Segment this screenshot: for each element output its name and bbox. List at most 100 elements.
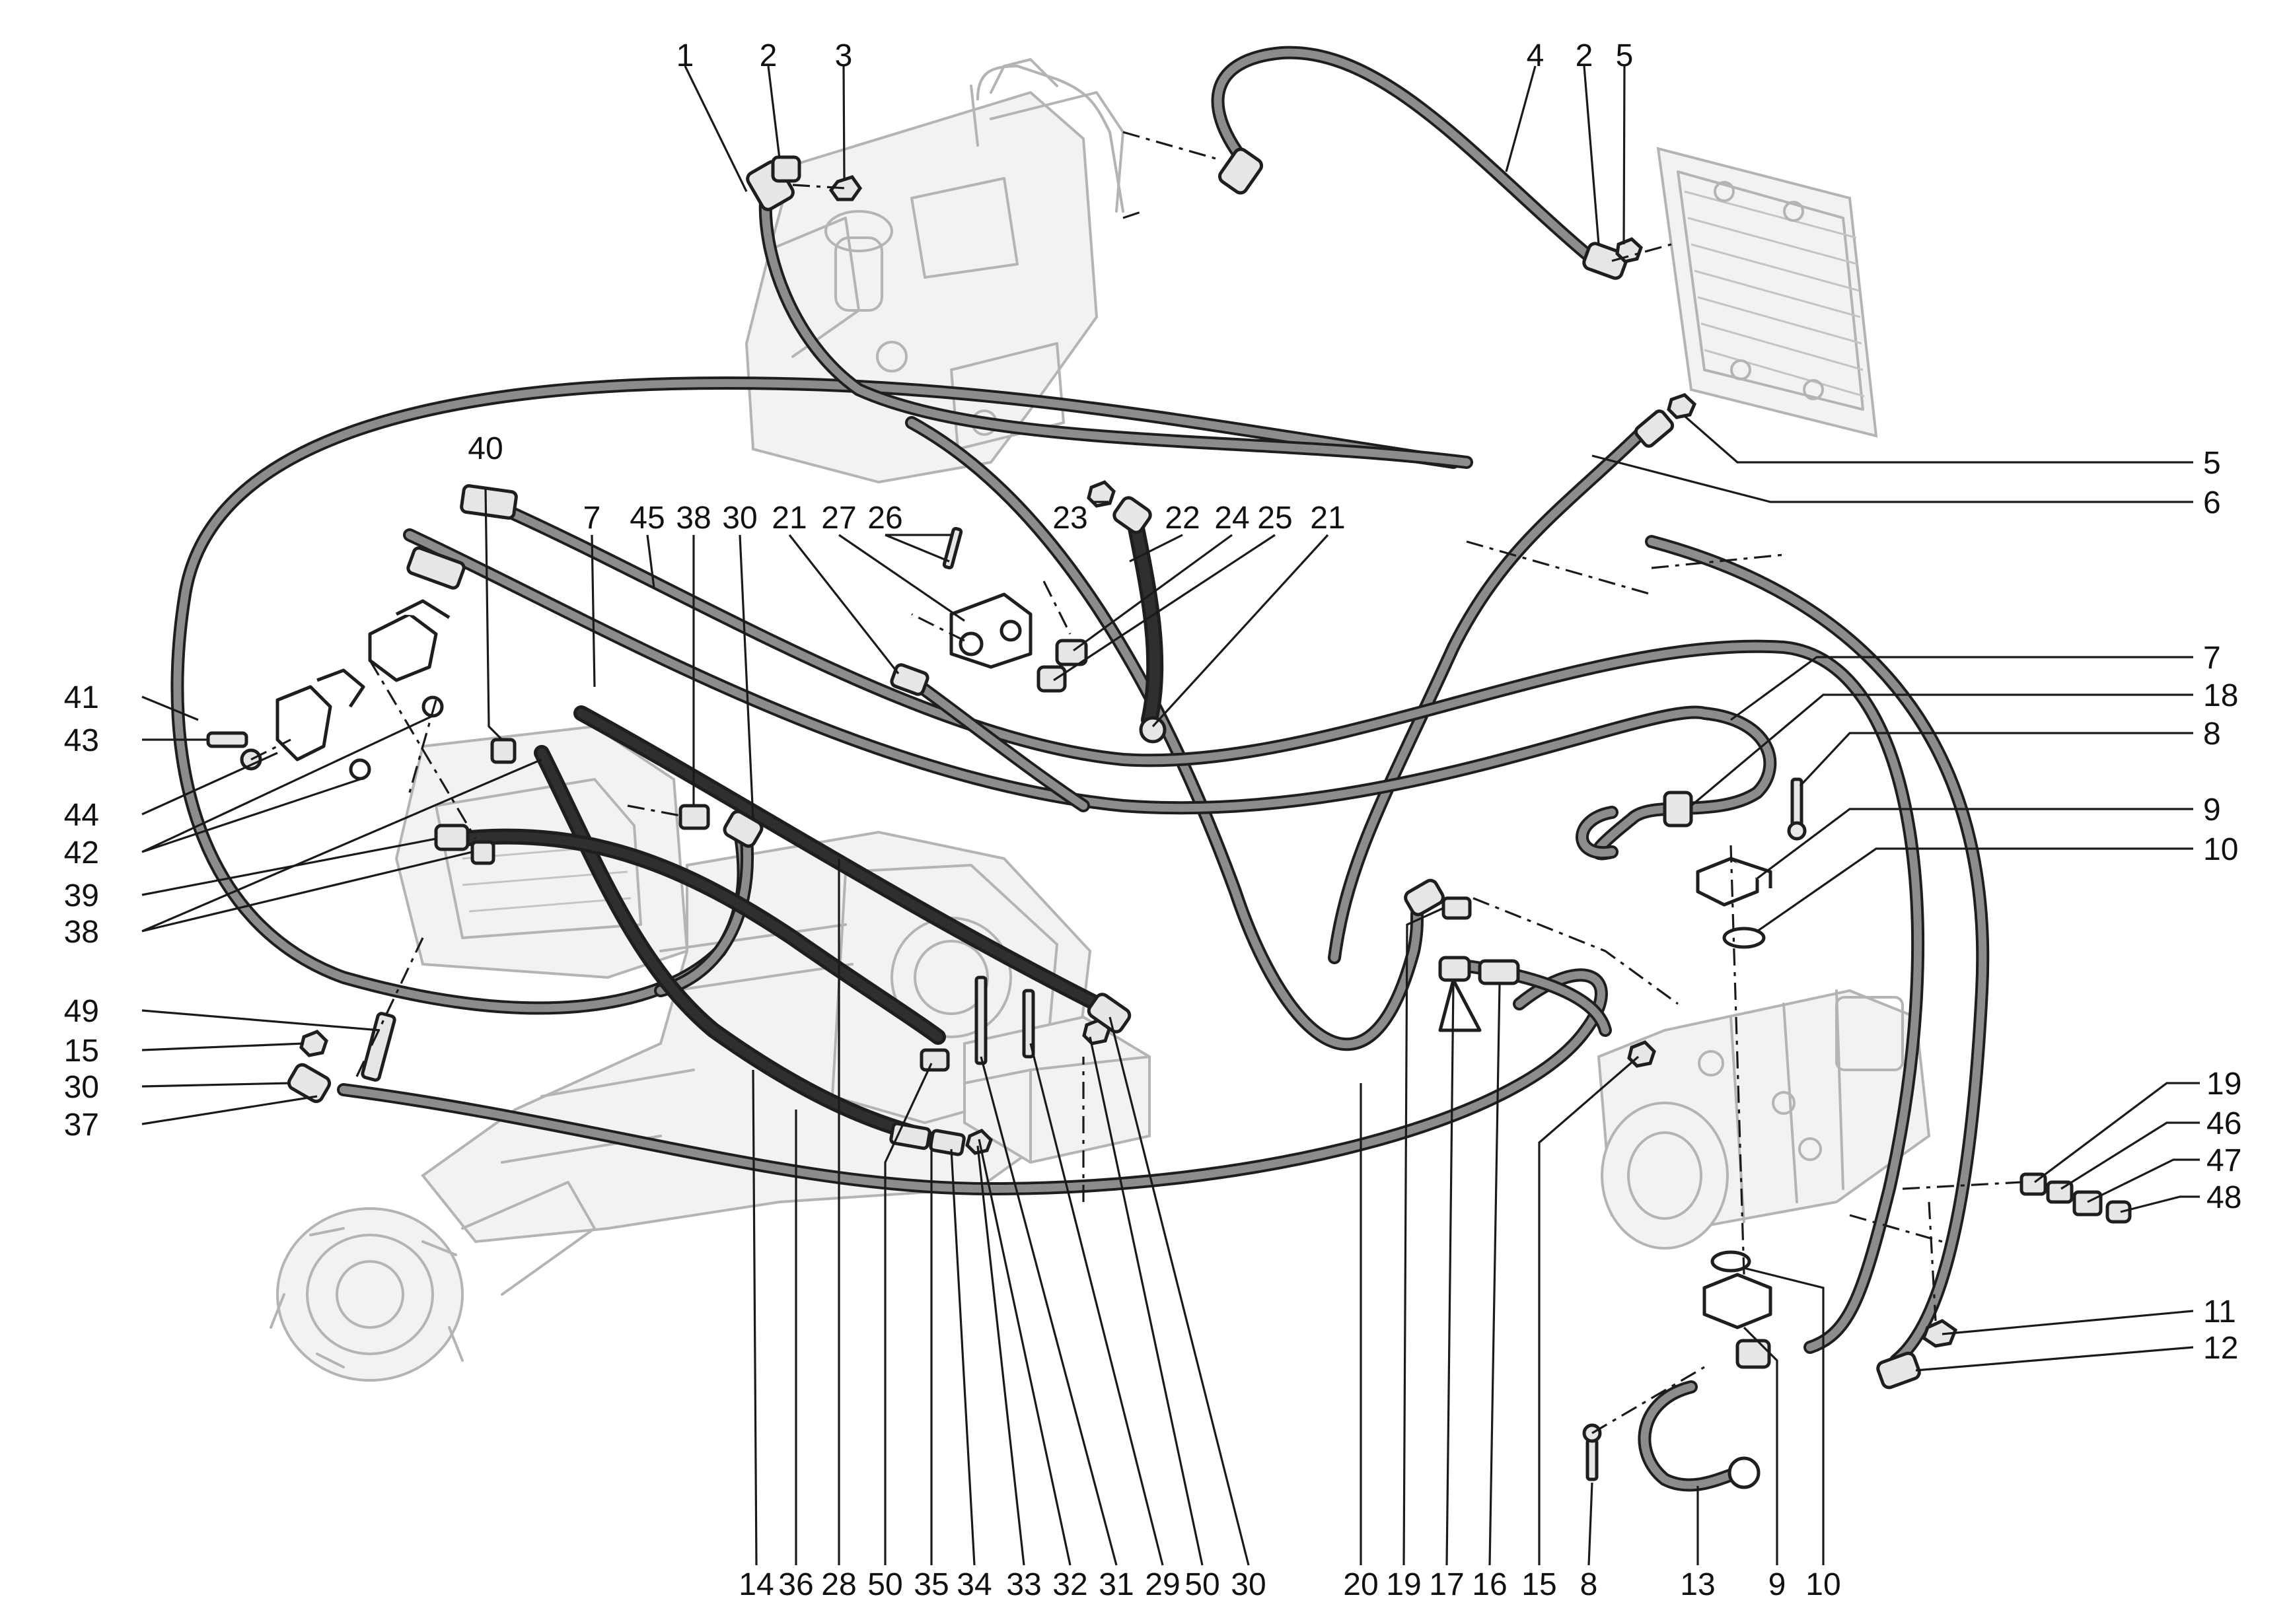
callout-label: 23 — [1052, 501, 1087, 536]
callout-label: 9 — [2203, 793, 2221, 828]
cap-48 — [2105, 1200, 2132, 1224]
callout-label: 10 — [2203, 832, 2238, 867]
fitting-18-end — [1663, 791, 1693, 828]
callout-label: 25 — [1257, 501, 1292, 536]
callout-label: 15 — [1521, 1567, 1556, 1602]
callout-label: 49 — [64, 994, 99, 1029]
fitting-6-end — [1634, 409, 1675, 448]
fitting-30-left — [287, 1063, 332, 1104]
nut-3 — [828, 175, 863, 201]
callout-label: 38 — [676, 501, 711, 536]
fitting-21-end — [1139, 716, 1167, 744]
fitting-12 — [1876, 1351, 1921, 1390]
fitting-40 — [490, 738, 517, 764]
fitting-21-left — [890, 663, 929, 696]
nut-5-top — [1615, 237, 1643, 264]
nut-11 — [1921, 1319, 1958, 1348]
fitting-45-end — [406, 546, 466, 590]
hose-4 — [1211, 46, 1605, 271]
hose-group — [170, 46, 1990, 1492]
bolt-8-top — [1790, 777, 1803, 828]
hose-45 — [495, 502, 1925, 1354]
callout-label: 19 — [2206, 1067, 2241, 1102]
o-ring-42-a — [349, 758, 371, 781]
callout-label: 37 — [64, 1108, 99, 1143]
callout-label: 1 — [676, 38, 694, 73]
fitting-50-left — [920, 1048, 950, 1072]
callout-label: 15 — [64, 1034, 99, 1069]
callout-label: 36 — [778, 1567, 813, 1602]
callout-label: 17 — [1429, 1567, 1464, 1602]
fitting-13-end — [1727, 1456, 1761, 1489]
hose-21 — [905, 674, 1090, 812]
callout-label: 13 — [1680, 1567, 1715, 1602]
fitting-16 — [1478, 959, 1520, 985]
callout-label: 19 — [1386, 1567, 1421, 1602]
nut-23 — [1087, 480, 1116, 508]
callout-label: 7 — [2203, 641, 2221, 676]
fitting-4-end — [1218, 147, 1264, 195]
callout-label: 41 — [64, 680, 99, 715]
fitting-49 — [361, 1012, 396, 1082]
hose-right-long — [1645, 535, 1990, 1367]
callout-label: 27 — [821, 501, 856, 536]
callout-label: 46 — [2206, 1106, 2241, 1141]
hose-1 — [758, 185, 1473, 469]
fitting-25 — [1036, 665, 1067, 693]
callout-label: 21 — [1310, 501, 1345, 536]
callout-label: 20 — [1343, 1567, 1378, 1602]
washer-8-top — [1787, 821, 1807, 841]
fitting-7-end — [460, 484, 518, 520]
callout-label: 33 — [1006, 1567, 1041, 1602]
hose-6 — [1328, 416, 1658, 964]
hose-36 — [455, 828, 946, 1045]
callout-label: 24 — [1214, 501, 1249, 536]
hose-28 — [573, 705, 1118, 1018]
fitting-34 — [929, 1129, 966, 1156]
fitting-35 — [889, 1121, 931, 1150]
callout-label: 9 — [1768, 1567, 1786, 1602]
fitting-47 — [2072, 1190, 2103, 1217]
bolt-8-bottom — [1585, 1438, 1599, 1481]
bolt-43 — [206, 731, 248, 748]
callout-label: 30 — [1231, 1567, 1266, 1602]
callout-label: 50 — [867, 1567, 902, 1602]
hose-37 — [337, 968, 1608, 1195]
callout-label: 21 — [772, 501, 807, 536]
flange-9-bottom — [1702, 1273, 1772, 1329]
fitting-30-right — [1087, 993, 1132, 1034]
flange-44 — [275, 668, 365, 761]
hose-22 — [1128, 520, 1164, 728]
callout-label: 5 — [2203, 446, 2221, 481]
callout-label: 48 — [2206, 1180, 2241, 1215]
fitting-19 — [1441, 896, 1472, 920]
callout-label: 44 — [64, 798, 99, 833]
callout-label: 6 — [2203, 485, 2221, 520]
callout-label: 34 — [957, 1567, 992, 1602]
hose-7 — [403, 528, 1777, 861]
callout-label: 7 — [583, 501, 601, 536]
fitting-39 — [434, 824, 470, 851]
cap-17 — [1438, 956, 1482, 1032]
leader-lines — [141, 65, 2200, 1566]
nut-5-lower — [1667, 393, 1696, 419]
callout-label: 11 — [2203, 1294, 2236, 1329]
hose-41 — [170, 376, 1460, 1015]
ghost-hydraulic-pump — [1597, 989, 1931, 1250]
callout-label: 4 — [1527, 38, 1545, 73]
callout-label: 5 — [1616, 38, 1634, 73]
fitting-9-bottom — [1735, 1339, 1771, 1369]
callout-label: 14 — [739, 1567, 774, 1602]
nut-15-left — [299, 1030, 328, 1057]
callout-label: 50 — [1184, 1567, 1219, 1602]
callout-label: 31 — [1099, 1567, 1134, 1602]
o-ring-10-top — [1722, 927, 1766, 949]
callout-label: 2 — [1576, 38, 1593, 73]
callout-label: 18 — [2203, 678, 2238, 713]
fitting-30-top — [723, 810, 764, 848]
tee-27 — [949, 592, 1033, 669]
callout-labels: 1 2 3 4 2 5 40 7 45 38 30 21 27 26 23 22… — [64, 38, 2242, 1602]
hose-18 — [1576, 806, 1618, 860]
callout-label: 30 — [64, 1070, 99, 1105]
